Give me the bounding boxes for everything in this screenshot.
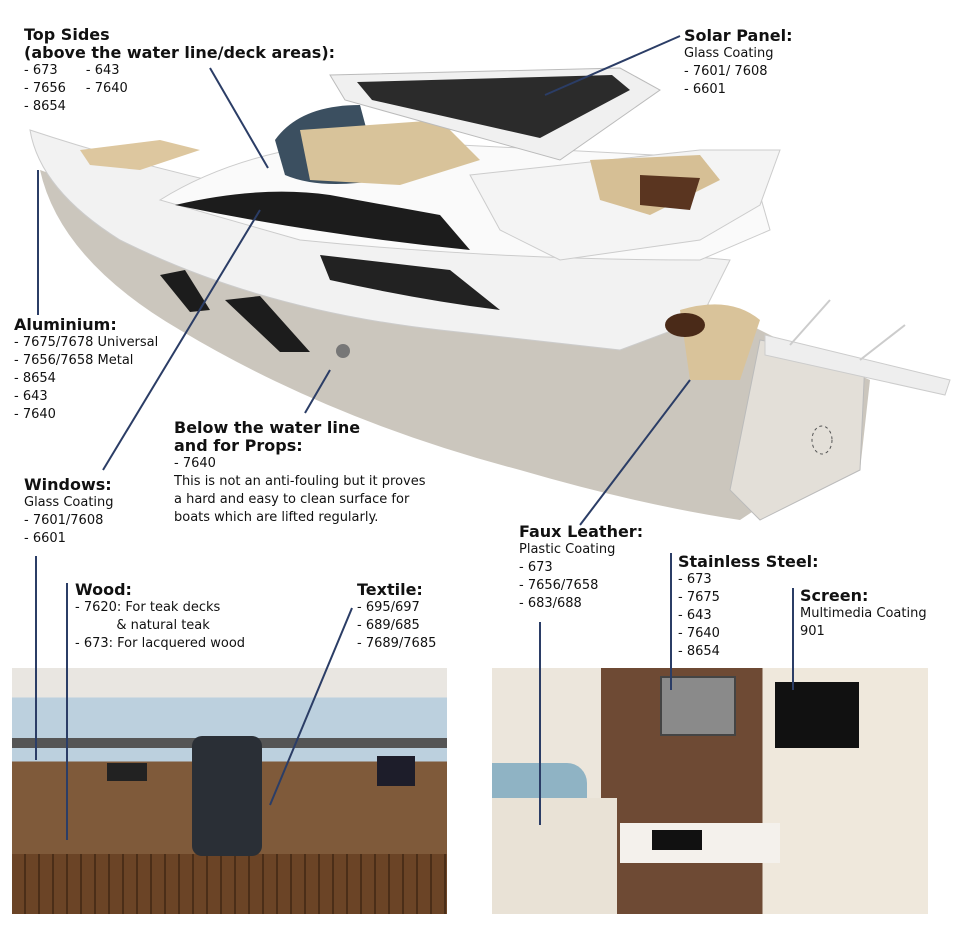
leader-below-water [304, 369, 331, 414]
code: - 7656/7658 [519, 578, 599, 593]
label-screen: Screen: Multimedia Coating 901 [800, 587, 927, 641]
code: - 643 [678, 608, 712, 623]
code: - 8654 [678, 644, 720, 659]
code: - 673: For lacquered wood [75, 636, 246, 651]
code: - 7675 [678, 590, 720, 605]
textile-title: Textile: [357, 580, 423, 599]
stainless-steel-title: Stainless Steel: [678, 552, 819, 571]
label-below-water: Below the water line and for Props: - 76… [174, 419, 426, 527]
leader-faux-leather [579, 379, 691, 526]
cabin-photo [492, 668, 928, 914]
code: - 7620: For teak decks [75, 600, 221, 615]
label-faux-leather: Faux Leather: Plastic Coating - 673 - 76… [519, 523, 643, 613]
label-aluminium: Aluminium: - 7675/7678 Universal - 7656/… [14, 316, 158, 424]
code: - 7675/7678 Universal [14, 335, 159, 350]
subtitle: Glass Coating [24, 495, 114, 510]
code: - 673 [519, 560, 553, 575]
code: - 8654 [14, 371, 56, 386]
code: - 7640 [85, 81, 128, 96]
code: & natural teak [75, 618, 210, 633]
top-sides-title-2: (above the water line/deck areas): [24, 43, 336, 62]
code: 901 [800, 624, 825, 639]
code: - 6601 [24, 531, 66, 546]
code: - 7640 [678, 626, 720, 641]
code: - 689/685 [357, 618, 420, 633]
code: - 673 [24, 63, 58, 78]
tv-screen [775, 682, 859, 748]
below-water-title: Below the water line [174, 418, 361, 437]
label-windows: Windows: Glass Coating - 7601/7608 - 660… [24, 476, 114, 548]
microwave [660, 676, 736, 736]
note: boats which are lifted regularly. [174, 510, 379, 525]
helm-chair [192, 736, 262, 856]
leader-solar-panel [544, 35, 681, 96]
subtitle: Plastic Coating [519, 542, 616, 557]
note: a hard and easy to clean surface for [174, 492, 410, 507]
yacht-illustration [29, 67, 951, 521]
label-top-sides: Top Sides (above the water line/deck are… [24, 26, 335, 116]
code: - 695/697 [357, 600, 420, 615]
code: - 8654 [24, 99, 66, 114]
code: - 643 [14, 389, 48, 404]
subtitle: Glass Coating [684, 46, 774, 61]
note: This is not an anti-fouling but it prove… [174, 474, 426, 489]
solar-panel-title: Solar Panel: [684, 26, 793, 45]
windows-title: Windows: [24, 475, 112, 494]
label-stainless-steel: Stainless Steel: - 673 - 7675 - 643 - 76… [678, 553, 819, 661]
label-solar-panel: Solar Panel: Glass Coating - 7601/ 7608 … [684, 27, 792, 99]
label-textile: Textile: - 695/697 - 689/685 - 7689/7685 [357, 581, 436, 653]
code: - 7689/7685 [357, 636, 437, 651]
code: - 6601 [684, 82, 726, 97]
leader-top-sides [209, 67, 269, 169]
aluminium-title: Aluminium: [14, 315, 117, 334]
code: - 7640 [174, 456, 216, 471]
code: - 7601/7608 [24, 513, 104, 528]
hull-windows [175, 191, 470, 250]
wood-title: Wood: [75, 580, 132, 599]
code: - 7601/ 7608 [684, 64, 768, 79]
helm-station-photo [12, 668, 447, 914]
code: - 7640 [14, 407, 56, 422]
faux-leather-title: Faux Leather: [519, 522, 644, 541]
code: - 643 [85, 63, 120, 78]
leader-textile [269, 607, 353, 806]
leader-windows [102, 209, 261, 471]
screen-title: Screen: [800, 586, 869, 605]
code: - 7656 [24, 81, 66, 96]
below-water-title-2: and for Props: [174, 436, 303, 455]
solar-panel-shape [357, 75, 630, 138]
code: - 673 [678, 572, 712, 587]
subtitle: Multimedia Coating [800, 606, 927, 621]
code: - 7656/7658 Metal [14, 353, 134, 368]
label-wood: Wood: - 7620: For teak decks & natural t… [75, 581, 245, 653]
code: - 683/688 [519, 596, 582, 611]
top-sides-title: Top Sides [24, 25, 110, 44]
